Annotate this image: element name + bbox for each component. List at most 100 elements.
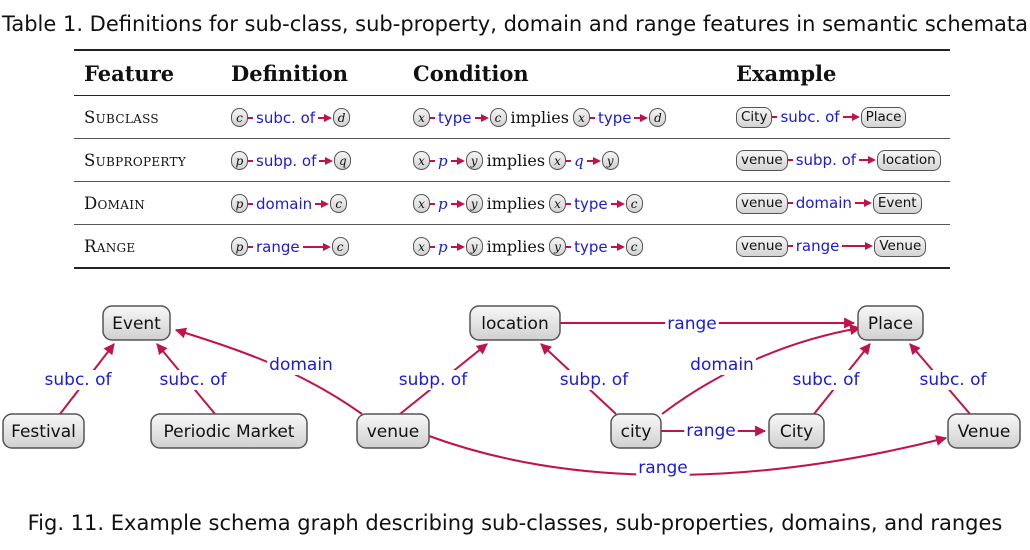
- node-periodic-market: Periodic Market: [150, 413, 308, 449]
- table-caption: Table 1. Definitions for sub-class, sub-…: [1, 12, 1029, 36]
- node-label: Festival: [11, 422, 76, 442]
- node-festival: Festival: [2, 413, 85, 449]
- edge-label: domain: [690, 355, 754, 375]
- node-box: [356, 413, 430, 449]
- implies-text: implies: [486, 237, 546, 256]
- figure-caption: Fig. 11. Example schema graph describing…: [27, 511, 1003, 535]
- variable-node: c: [625, 194, 643, 213]
- edge-label-group: subc. of: [42, 370, 115, 390]
- edge-label-background: [688, 355, 756, 375]
- variable-node: p: [231, 237, 248, 256]
- header-example: Example: [726, 49, 950, 96]
- relation-arrow: type: [566, 195, 626, 213]
- arrowhead-icon: [616, 199, 625, 208]
- arrowhead-icon: [851, 113, 860, 121]
- edge-label-background: [267, 355, 335, 375]
- edge-label-background: [665, 314, 719, 334]
- relation-label: p: [438, 237, 448, 256]
- variable-node: c: [331, 237, 349, 256]
- node-box: [857, 305, 924, 341]
- example-node: venue: [736, 235, 788, 257]
- edge-label: range: [686, 421, 735, 441]
- relation-label: range: [795, 237, 840, 255]
- relation-label: subc. of: [780, 108, 840, 126]
- variable-node: c: [231, 108, 248, 127]
- feature-name: Subclass: [84, 107, 159, 127]
- edge-label-background: [636, 458, 690, 478]
- variable-node: y: [465, 237, 483, 256]
- node-city-class: City: [768, 413, 825, 449]
- variable-node: q: [334, 151, 352, 170]
- relation-label: subp. of: [795, 151, 857, 169]
- table-header-row: Feature Definition Condition Example: [74, 49, 950, 96]
- edge-label-group: subc. of: [790, 370, 863, 390]
- node-box: [947, 413, 1021, 449]
- variable-node: y: [601, 151, 619, 170]
- edge-label: domain: [269, 355, 333, 375]
- arrowhead-icon: [868, 156, 877, 164]
- arrowhead-icon: [616, 242, 625, 251]
- arrowhead-icon: [456, 242, 465, 251]
- node-label: City: [780, 422, 813, 442]
- arrowhead-icon: [456, 156, 465, 165]
- relation-arrow: type: [589, 108, 650, 127]
- node-label: Periodic Market: [164, 422, 295, 442]
- node-box: [469, 305, 561, 341]
- variable-node: y: [465, 151, 483, 170]
- example-node: Place: [860, 106, 907, 128]
- relation-label: type: [574, 237, 608, 256]
- relation-arrow: p: [430, 195, 466, 213]
- relation-arrow: p: [430, 152, 466, 170]
- relation-arrow: subp. of: [787, 151, 877, 169]
- edge-label-group: domain: [267, 355, 335, 375]
- feature-cell: Range: [74, 224, 221, 269]
- header-definition: Definition: [221, 49, 403, 96]
- variable-node: d: [649, 108, 667, 127]
- schema-graph: subc. of subc. of domain subp. of subp. of ra…: [2, 305, 1021, 478]
- variable-node: x: [413, 237, 430, 256]
- edge-arrow: [661, 324, 862, 415]
- implies-text: implies: [486, 194, 546, 213]
- variable-node: c: [625, 237, 643, 256]
- variable-node: d: [333, 108, 351, 127]
- edge-label-group: range: [665, 314, 719, 334]
- arrowhead-icon: [322, 242, 331, 251]
- arrowhead-icon: [640, 113, 649, 122]
- edge-label-group: subp. of: [557, 370, 632, 390]
- node-box: [102, 305, 171, 341]
- edge-label-group: subp. of: [396, 370, 471, 390]
- relation-label: type: [574, 194, 608, 213]
- feature-name: Domain: [84, 193, 146, 213]
- variable-node: c: [489, 108, 507, 127]
- variable-node: y: [465, 194, 483, 213]
- example-node: City: [736, 106, 773, 128]
- header-feature: Feature: [74, 49, 221, 96]
- edge-label-background: [157, 370, 230, 390]
- example-node: venue: [736, 149, 788, 171]
- relation-label: type: [597, 108, 632, 127]
- relation-arrow: subp. of: [248, 152, 334, 170]
- edge-label-group: domain: [688, 355, 756, 375]
- variable-node: y: [549, 237, 567, 256]
- edge-label: subc. of: [45, 370, 113, 390]
- relation-label: subc. of: [256, 108, 316, 127]
- relation-arrow: domain: [248, 195, 330, 213]
- arrowhead-icon: [456, 199, 465, 208]
- edge-label-group: range: [684, 421, 738, 441]
- node-venue-class: Venue: [947, 413, 1021, 449]
- variable-node: x: [413, 194, 430, 213]
- arrowhead-icon: [321, 199, 330, 208]
- edge-label-group: subc. of: [157, 370, 230, 390]
- relation-label: subp. of: [256, 151, 317, 170]
